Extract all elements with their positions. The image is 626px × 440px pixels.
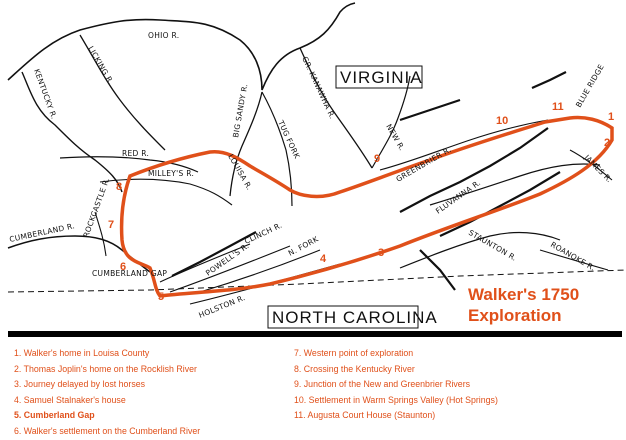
ohio-label: OHIO R.	[148, 31, 179, 40]
stop-3: 3	[378, 247, 384, 259]
north-carolina-label: NORTH CAROLINA	[272, 308, 438, 327]
legend-divider	[8, 331, 622, 337]
north-carolina-box	[267, 305, 419, 329]
stop-11: 11	[552, 101, 564, 113]
map-title-line2: Exploration	[468, 306, 562, 325]
licking-label: LICKING R.	[86, 45, 115, 87]
kentucky-label: KENTUCKY R.	[32, 68, 59, 121]
legend-item: 5. Cumberland Gap	[14, 410, 95, 421]
stop-1: 1	[608, 111, 614, 123]
kanawha-river	[299, 47, 373, 169]
tug-fork-label: TUG FORK	[276, 118, 302, 161]
exploration-map: VIRGINIA NORTH CAROLINA OHIO R. LICKING …	[7, 2, 626, 329]
cumberland-label: CUMBERLAND R.	[9, 221, 76, 244]
red-label: RED R.	[122, 149, 149, 158]
licking-river	[79, 34, 166, 151]
legend-item: 6. Walker's settlement on the Cumberland…	[14, 425, 201, 436]
virginia-box	[335, 65, 423, 89]
legend-item: 11. Augusta Court House (Staunton)	[294, 410, 436, 421]
fluvanna-river	[429, 163, 601, 206]
clinch-label: CLINCH R.	[243, 221, 284, 246]
stop-2: 2	[604, 137, 610, 149]
greenbrier-river	[379, 119, 549, 171]
roanoke-river	[539, 249, 609, 271]
legend-item: 1. Walker's home in Louisa County	[14, 348, 150, 358]
n-fork-label: N. FORK	[287, 234, 321, 258]
red-river	[59, 156, 199, 173]
stop-5: 5	[158, 291, 164, 303]
stop-7: 7	[108, 219, 114, 231]
clinch-river	[169, 245, 291, 293]
map-title-line1: Walker's 1750	[468, 285, 580, 304]
stop-8: 8	[116, 181, 122, 193]
kentucky-river	[21, 71, 123, 193]
legend-item: 9. Junction of the New and Greenbrier Ri…	[294, 379, 471, 390]
big-sandy-label: BIG SANDY R.	[231, 83, 249, 138]
cumberland-gap-label: CUMBERLAND GAP	[92, 269, 167, 278]
legend-right-column: 7. Western point of exploration 8. Cross…	[294, 346, 498, 424]
stop-10: 10	[496, 115, 508, 127]
milleys-river	[99, 178, 233, 206]
ohio-river	[7, 2, 356, 91]
legend-left-column: 1. Walker's home in Louisa County 2. Tho…	[14, 346, 200, 440]
holston-label: HOLSTON R.	[197, 293, 246, 320]
blue-ridge-label: BLUE RIDGE	[574, 63, 606, 109]
legend-item: 3. Journey delayed by lost horses	[14, 379, 146, 390]
stop-4: 4	[320, 253, 327, 265]
map-title: Walker's 1750 Exploration	[468, 284, 618, 326]
staunton-river	[399, 231, 561, 269]
stop-6: 6	[120, 261, 126, 273]
legend-item: 4. Samuel Stalnaker's house	[14, 394, 126, 405]
new-label: NEW R.	[384, 123, 406, 153]
legend-item: 8. Crossing the Kentucky River	[294, 363, 415, 374]
stop-9: 9	[374, 153, 380, 165]
rockcastle-river	[94, 211, 107, 257]
state-border	[7, 269, 626, 293]
mountain-ridges	[171, 71, 567, 291]
new-river	[371, 75, 411, 169]
virginia-label: VIRGINIA	[340, 68, 423, 87]
legend-item: 2. Thomas Joplin's home on the Rocklish …	[14, 363, 197, 374]
roanoke-label: ROANOKE R.	[549, 240, 597, 273]
powells-river	[159, 243, 251, 283]
exploration-route	[119, 115, 614, 298]
big-sandy-river	[229, 91, 263, 197]
legend-item: 10. Settlement in Warm Springs Valley (H…	[294, 394, 498, 405]
milleys-label: MILLEY'S R.	[148, 169, 194, 178]
rockcastle-label: ROCKCASTLE R.	[81, 176, 111, 238]
kanawha-label: GR. KANAWHA R.	[300, 55, 337, 120]
greenbrier-label: GREENBRIER R.	[395, 145, 453, 184]
legend-item: 7. Western point of exploration	[294, 348, 414, 358]
